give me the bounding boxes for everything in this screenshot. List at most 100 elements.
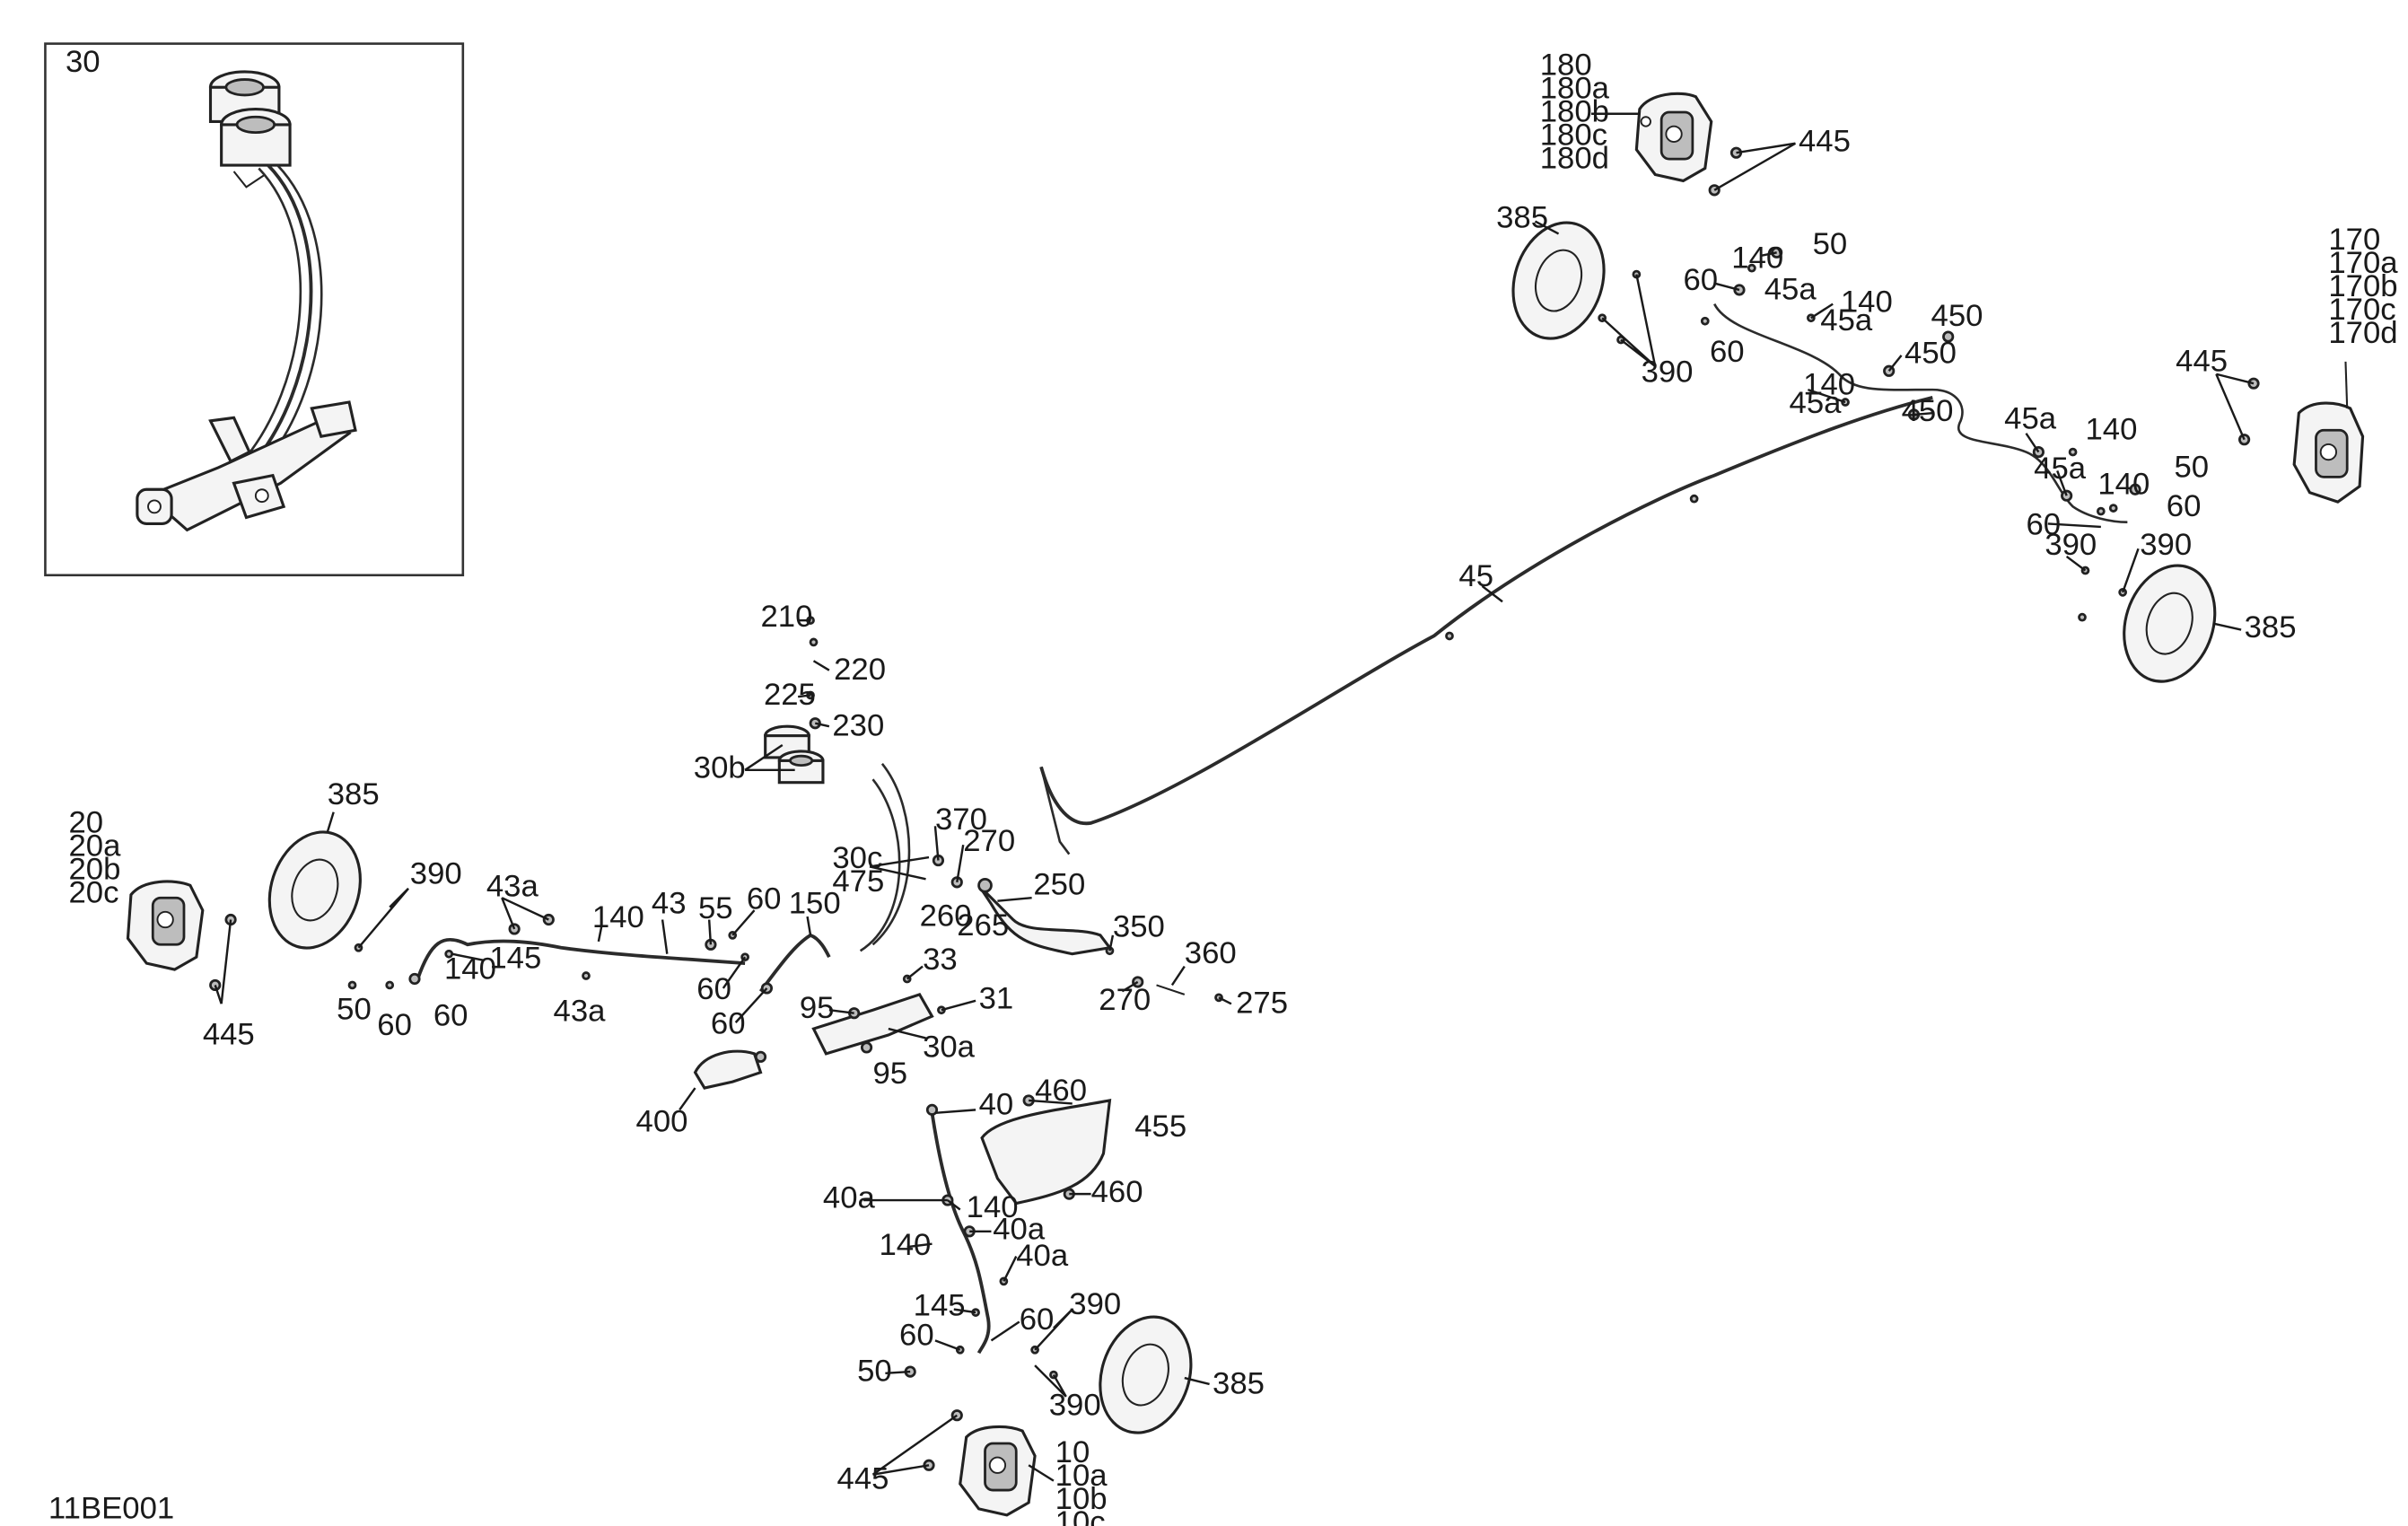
callout-30c: 30c — [832, 841, 882, 875]
callout-40: 40 — [979, 1088, 1014, 1122]
callout-140-f: 140 — [592, 900, 644, 934]
callout-60-g: 60 — [433, 999, 468, 1033]
callout-30b: 30b — [694, 750, 746, 785]
callout-95-b: 95 — [873, 1057, 908, 1091]
caliper-180 — [1634, 92, 1743, 197]
callout-390-b1: 390 — [1069, 1287, 1121, 1321]
callout-475: 475 — [832, 864, 884, 899]
callout-60-i: 60 — [711, 1006, 746, 1040]
callout-390-b2: 390 — [1049, 1389, 1101, 1423]
callout-390-top: 390 — [1642, 355, 1694, 389]
callout-250: 250 — [1033, 868, 1085, 902]
brake-line-150 — [758, 933, 831, 995]
callout-10b: 10b — [1055, 1482, 1108, 1516]
callout-31: 31 — [979, 981, 1014, 1015]
callout-60-c: 60 — [2167, 489, 2202, 523]
brake-disc-385-top — [1511, 221, 1606, 340]
callout-455: 455 — [1134, 1109, 1186, 1144]
callout-260: 260 — [920, 899, 972, 933]
brake-line-43 — [347, 913, 749, 990]
callout-230: 230 — [832, 709, 884, 743]
callout-45a-e: 45a — [2034, 452, 2087, 486]
callout-140-i: 140 — [879, 1228, 931, 1262]
callout-460-a: 460 — [1035, 1074, 1087, 1108]
brake-disc-385-right — [2123, 564, 2217, 683]
callout-390-left: 390 — [410, 857, 462, 891]
callout-360: 360 — [1185, 936, 1237, 970]
callout-40a-c: 40a — [1016, 1239, 1069, 1273]
callout-445-top: 445 — [1799, 124, 1851, 158]
inset-master-cylinder-assembly — [44, 42, 465, 577]
callout-385-top: 385 — [1496, 201, 1548, 235]
bracket-400 — [693, 1049, 767, 1090]
callout-450-c: 450 — [1902, 394, 1954, 428]
callout-180d: 180d — [1540, 142, 1609, 176]
callout-400: 400 — [636, 1105, 688, 1139]
callout-445-bottom: 445 — [837, 1461, 889, 1495]
caliper-20 — [126, 880, 237, 992]
callout-60-d: 60 — [2026, 508, 2061, 542]
callout-20b: 20b — [68, 852, 120, 886]
callout-60-h: 60 — [696, 972, 731, 1006]
callout-45a-d: 45a — [2004, 402, 2057, 436]
callout-180: 180 — [1540, 48, 1592, 82]
callout-180b: 180b — [1540, 94, 1609, 128]
callout-450-a: 450 — [1931, 299, 1983, 333]
top-line-fittings — [1598, 246, 2141, 622]
callout-170b: 170b — [2328, 269, 2397, 303]
callout-170a: 170a — [2328, 246, 2398, 280]
callout-385-right: 385 — [2245, 610, 2297, 645]
callout-20a: 20a — [68, 829, 121, 863]
callout-170d: 170d — [2328, 316, 2397, 350]
callout-390-r1: 390 — [2045, 528, 2097, 562]
callout-43a-a: 43a — [486, 869, 539, 903]
callout-20: 20 — [68, 805, 103, 839]
callout-370: 370 — [935, 802, 987, 837]
callout-385-bottom: 385 — [1213, 1366, 1265, 1400]
callout-270-b: 270 — [1099, 983, 1151, 1017]
callout-labels: 30 180 180a 180b 180c 180d 445 385 140 5… — [48, 45, 2398, 1526]
callout-180c: 180c — [1540, 118, 1607, 152]
callout-145-a: 145 — [489, 941, 541, 975]
callout-150: 150 — [789, 887, 841, 921]
caliper-170 — [2237, 361, 2365, 504]
callout-170: 170 — [2328, 223, 2380, 257]
callout-60-b: 60 — [1710, 335, 1745, 369]
callout-40a-a: 40a — [823, 1181, 876, 1215]
callout-20c: 20c — [68, 875, 118, 909]
callout-350: 350 — [1113, 910, 1165, 944]
callout-210: 210 — [760, 600, 812, 634]
callout-140-h: 140 — [967, 1190, 1019, 1224]
callout-45: 45 — [1458, 559, 1493, 593]
callout-225: 225 — [764, 678, 816, 712]
callout-275: 275 — [1236, 987, 1288, 1021]
callout-180a: 180a — [1540, 71, 1610, 105]
callout-45a-a: 45a — [1764, 272, 1817, 306]
callout-43a-b: 43a — [554, 994, 607, 1028]
callout-45a-b: 45a — [1820, 303, 1873, 338]
callout-140-g: 140 — [444, 952, 496, 987]
callout-265: 265 — [957, 908, 1009, 943]
callout-30a: 30a — [923, 1030, 976, 1064]
callout-10: 10 — [1055, 1435, 1090, 1469]
callout-55: 55 — [698, 891, 733, 925]
callout-50-d: 50 — [857, 1355, 892, 1389]
callout-60-e: 60 — [747, 881, 782, 916]
callout-95-a: 95 — [800, 991, 835, 1025]
diagram-code: 11BE001 — [48, 1491, 174, 1525]
callout-50-a: 50 — [1813, 227, 1848, 261]
leader-lines — [214, 112, 2255, 1482]
callout-460-b: 460 — [1091, 1175, 1143, 1209]
callout-140-b: 140 — [1841, 285, 1893, 319]
callout-50-b: 50 — [2174, 450, 2209, 484]
protector-455 — [980, 1094, 1112, 1206]
callout-43: 43 — [652, 887, 687, 921]
callout-140-d: 140 — [2085, 413, 2137, 447]
caliper-10 — [923, 1409, 1037, 1517]
callout-450-b: 450 — [1905, 337, 1957, 371]
callout-40a-b: 40a — [993, 1212, 1046, 1246]
brake-disc-385-bottom — [1099, 1315, 1193, 1434]
brake-line-45 — [1039, 303, 2128, 855]
reservoir-30b — [764, 616, 825, 785]
